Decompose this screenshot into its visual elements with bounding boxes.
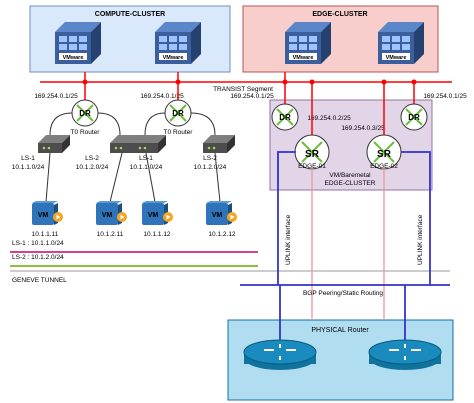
vm-label-4: VM bbox=[212, 212, 223, 219]
vm-label-1: VM bbox=[38, 212, 49, 219]
switch-vm-links bbox=[45, 152, 221, 203]
ls-subnet-3: 10.1.1.0/24 bbox=[130, 164, 163, 171]
transit-segment-label: TRANSIST Segment bbox=[213, 86, 273, 93]
dr-label-4: DR bbox=[408, 113, 420, 122]
vm-ip-3: 10.1.1.12 bbox=[143, 231, 170, 238]
uplink-left-label: UPLINK interface bbox=[285, 214, 292, 265]
vm-ip-1: 10.1.1.11 bbox=[32, 231, 59, 238]
dr-label-2: DR bbox=[172, 109, 184, 118]
vm-label-3: VM bbox=[148, 212, 159, 219]
dr-switch-links bbox=[49, 112, 216, 136]
edge-cluster-title: EDGE-CLUSTER bbox=[312, 11, 367, 18]
ls-name-1: LS-1 bbox=[21, 155, 35, 162]
server-logo-2: VMware bbox=[163, 55, 184, 61]
bgp-peering-label: BGP Peering/Static Routing bbox=[303, 290, 383, 297]
server-logo-1: VMware bbox=[63, 55, 84, 61]
switch-ls2-b bbox=[203, 135, 235, 153]
physical-router-1 bbox=[243, 339, 317, 370]
transit-ip-sr2: 169.254.0.3/25 bbox=[341, 125, 385, 132]
physical-router-title: PHYSICAL Router bbox=[311, 327, 369, 334]
ls-subnet-1: 10.1.1.0/24 bbox=[12, 164, 45, 171]
switch-ls1-a bbox=[38, 135, 70, 153]
sr-label-2: SR bbox=[377, 149, 392, 160]
server-logo-3: VMware bbox=[293, 55, 314, 61]
ls-name-2: LS-2 bbox=[85, 155, 99, 162]
server-logo-4: VMware bbox=[386, 55, 407, 61]
legend-ls2: LS-2 : 10.1.2.0/24 bbox=[12, 254, 64, 261]
transit-ip-mid: 169.254.0.1/25 bbox=[140, 93, 184, 100]
ls-name-3: LS-1 bbox=[139, 155, 153, 162]
sr-label-1: SR bbox=[305, 149, 320, 160]
physical-router-2 bbox=[368, 339, 442, 370]
vm-ip-4: 10.1.2.12 bbox=[208, 231, 235, 238]
legend-ls1: LS-1 : 10.1.1.0/24 bbox=[12, 240, 64, 247]
dr-label-3: DR bbox=[279, 113, 291, 122]
edge-02-label: EDGE-02 bbox=[370, 163, 398, 170]
sr-physical-links bbox=[311, 169, 385, 320]
vm-ip-2: 10.1.2.11 bbox=[97, 231, 124, 238]
ls-subnet-4: 10.1.2.0/24 bbox=[194, 164, 227, 171]
uplink-right-label: UPLINK interface bbox=[417, 214, 424, 265]
edge-vm-title: VM/Baremetal bbox=[329, 172, 371, 179]
transit-ip-sr1: 169.254.0.2/25 bbox=[307, 115, 351, 122]
transit-ip-edge-dr: 169.254.0.1/25 bbox=[230, 93, 274, 100]
t0-router-label-2: T0 Router bbox=[164, 129, 194, 136]
legend-geneve: GENEVE TUNNEL bbox=[12, 277, 67, 284]
transit-dots bbox=[82, 79, 417, 85]
ls-subnet-2: 10.1.2.0/24 bbox=[76, 164, 109, 171]
transit-ip-right: 169.254.0.1/25 bbox=[423, 93, 467, 100]
compute-cluster-title: COMPUTE-CLUSTER bbox=[95, 11, 165, 18]
ls-name-4: LS-2 bbox=[203, 155, 217, 162]
transit-ip-left: 169.254.0.1/25 bbox=[34, 93, 78, 100]
t0-router-label-1: T0 Router bbox=[71, 129, 101, 136]
uplink-lines bbox=[240, 151, 450, 340]
vm-label-2: VM bbox=[102, 212, 113, 219]
edge-vm-title-2: EDGE-CLUSTER bbox=[325, 180, 376, 187]
edge-01-label: EDGE-01 bbox=[298, 163, 326, 170]
dr-label-1: DR bbox=[79, 109, 91, 118]
transit-drops bbox=[84, 72, 415, 140]
